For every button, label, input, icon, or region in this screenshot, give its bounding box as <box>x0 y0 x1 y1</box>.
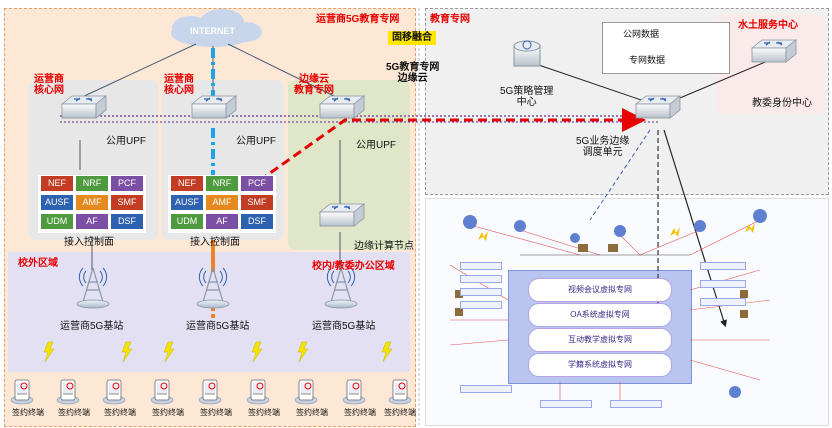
operator-5g-edu-net-title: 运营商5G教育专网 <box>316 14 400 25</box>
base-station-label-2: 运营商5G基站 <box>186 321 250 332</box>
edu-edge-cloud-line1: 5G教育专网 <box>386 62 440 73</box>
core-net-1-title: 运营商 核心网 <box>34 74 64 96</box>
core-net-2-line1: 运营商 <box>164 74 194 85</box>
terminal-label-3: 签约终端 <box>104 408 136 417</box>
function-cell-nef: NEF <box>41 176 73 191</box>
identity-center-label: 教委身份中心 <box>752 98 812 109</box>
function-cell-amf: AMF <box>76 195 108 210</box>
virtual-net-lane-oa: OA系统虚拟专网 <box>528 303 672 327</box>
topology-tag <box>700 280 746 288</box>
edge-cloud-line2: 教育专网 <box>294 85 334 96</box>
topology-tag <box>460 262 502 270</box>
inside-school-title: 校内/教委办公区域 <box>312 261 395 272</box>
dispatch-unit-label: 5G业务边缘 调度单元 <box>576 136 629 158</box>
function-cell-nrf: NRF <box>206 176 238 191</box>
terminal-label-5: 签约终端 <box>200 408 232 417</box>
upf-label-3: 公用UPF <box>356 140 396 151</box>
base-station-label-1: 运营商5G基站 <box>60 321 124 332</box>
virtual-net-lane-enrollment: 学籍系统虚拟专网 <box>528 353 672 377</box>
upf-router-1 <box>61 95 107 119</box>
topology-tag <box>610 400 662 408</box>
function-cell-ausf: AUSF <box>41 195 73 210</box>
policy-center-line2: 中心 <box>516 97 537 108</box>
dispatch-router <box>635 95 681 119</box>
dispatch-unit-line2: 调度单元 <box>582 147 623 158</box>
function-cell-dsf: DSF <box>111 214 143 229</box>
upf-router-2 <box>191 95 237 119</box>
terminal-label-7: 签约终端 <box>296 408 328 417</box>
ran-region <box>8 252 410 372</box>
internet-cloud <box>171 9 262 47</box>
terminal-label-1: 签约终端 <box>12 408 44 417</box>
upf-label-2: 公用UPF <box>236 136 276 147</box>
access-control-label-2: 接入控制面 <box>190 237 240 248</box>
dispatch-unit-line1: 5G业务边缘 <box>576 136 630 147</box>
edu-edge-cloud-line2: 边缘云 <box>397 73 428 84</box>
function-cell-dsf: DSF <box>241 214 273 229</box>
policy-center-label: 5G策略管理 中心 <box>500 86 553 108</box>
function-cell-af: AF <box>206 214 238 229</box>
function-cell-smf: SMF <box>241 195 273 210</box>
edge-cloud-line1: 边缘云 <box>299 74 329 85</box>
legend-private-data: 专网数据 <box>629 55 666 65</box>
function-cell-pcf: PCF <box>111 176 143 191</box>
edge-cloud-title: 边缘云 教育专网 <box>294 74 334 96</box>
shuitu-center-title: 水土服务中心 <box>738 20 798 31</box>
function-cell-udm: UDM <box>41 214 73 229</box>
policy-center-line1: 5G策略管理 <box>500 86 554 97</box>
function-cell-ausf: AUSF <box>171 195 203 210</box>
function-cell-pcf: PCF <box>241 176 273 191</box>
topology-tag <box>700 298 746 306</box>
function-cell-nrf: NRF <box>76 176 108 191</box>
fixed-mobile-fusion-badge: 固移融合 <box>388 31 436 45</box>
core-net-2-line2: 核心网 <box>164 85 194 96</box>
topology-tag <box>460 275 502 283</box>
shuitu-region <box>716 14 824 114</box>
edge-compute-label: 边缘计算节点 <box>354 241 414 252</box>
topology-tag <box>700 262 746 270</box>
upf-router-3 <box>319 95 365 119</box>
legend-box: 公网数据 专网数据 <box>602 22 730 74</box>
function-cell-nef: NEF <box>171 176 203 191</box>
edu-private-net-title: 教育专网 <box>430 14 470 25</box>
terminal-label-8: 签约终端 <box>344 408 376 417</box>
topology-tag <box>540 400 592 408</box>
virtual-net-lane-teaching: 互动教学虚拟专网 <box>528 328 672 352</box>
function-cell-smf: SMF <box>111 195 143 210</box>
upf-label-1: 公用UPF <box>106 136 146 147</box>
internet-label: INTERNET <box>190 26 235 36</box>
topology-tag <box>460 301 502 309</box>
function-cell-udm: UDM <box>171 214 203 229</box>
edu-edge-cloud-title: 5G教育专网 边缘云 <box>386 62 439 84</box>
terminal-label-2: 签约终端 <box>58 408 90 417</box>
terminal-label-9: 签约终端 <box>384 408 416 417</box>
control-plane-grid-1: NEF NRF PCF AUSF AMF SMF UDM AF DSF <box>38 175 146 233</box>
terminal-label-4: 签约终端 <box>152 408 184 417</box>
base-station-label-3: 运营商5G基站 <box>312 321 376 332</box>
identity-center-router <box>751 39 797 63</box>
access-control-label-1: 接入控制面 <box>64 237 114 248</box>
virtual-net-lane-video: 视频会议虚拟专网 <box>528 278 672 302</box>
function-cell-af: AF <box>76 214 108 229</box>
policy-server <box>513 40 541 67</box>
terminal-label-6: 签约终端 <box>248 408 280 417</box>
core-net-1-line1: 运营商 <box>34 74 64 85</box>
core-net-2-title: 运营商 核心网 <box>164 74 194 96</box>
function-cell-amf: AMF <box>206 195 238 210</box>
topology-tag <box>460 288 502 296</box>
legend-public-data: 公网数据 <box>623 29 660 39</box>
edge-compute-router <box>319 203 365 227</box>
control-plane-grid-2: NEF NRF PCF AUSF AMF SMF UDM AF DSF <box>168 175 276 233</box>
topology-tag <box>460 385 512 393</box>
outside-school-title: 校外区域 <box>18 258 58 269</box>
core-net-1-line2: 核心网 <box>34 85 64 96</box>
